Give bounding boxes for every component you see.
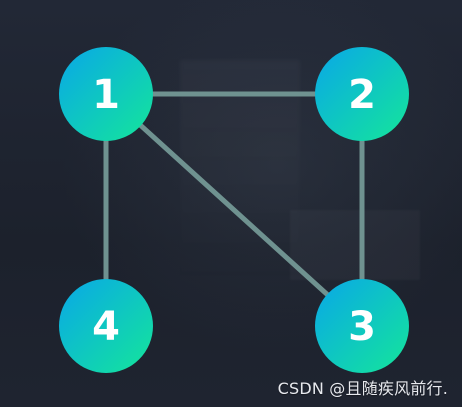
node-1-label: 1 [92,72,120,118]
node-3: 3 [315,279,409,373]
node-1-circle [59,47,153,141]
node-2-label: 2 [348,72,376,118]
node-1: 1 [59,47,153,141]
node-2-circle [315,47,409,141]
node-4-circle [59,279,153,373]
nodes-layer: 1 2 3 4 [59,47,409,373]
node-4-label: 4 [92,304,120,350]
node-2: 2 [315,47,409,141]
node-4: 4 [59,279,153,373]
edge-1-3 [103,91,365,329]
watermark-text: CSDN @且随疾风前行. [277,379,448,398]
edges-layer [103,91,365,329]
node-3-label: 3 [348,304,376,350]
node-3-circle [315,279,409,373]
